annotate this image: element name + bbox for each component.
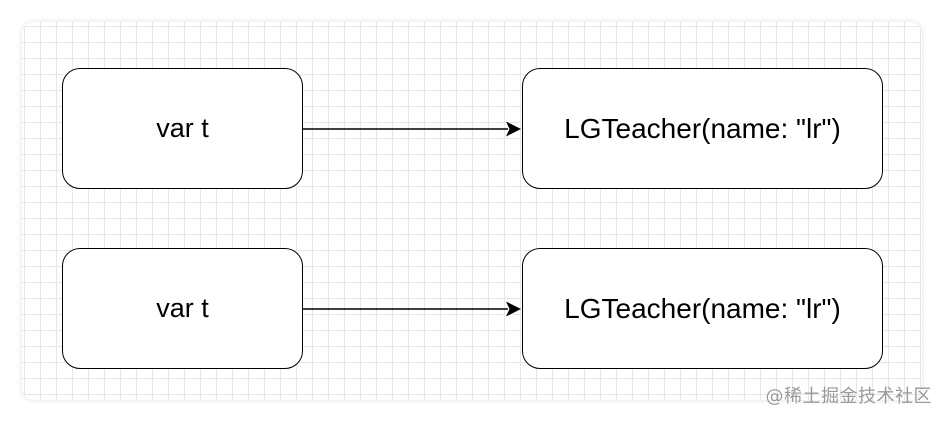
variable-box-2: var t — [62, 248, 303, 369]
object-label: LGTeacher(name: "lr") — [564, 292, 841, 324]
variable-box-1: var t — [62, 68, 303, 189]
variable-label: var t — [156, 113, 209, 143]
variable-label: var t — [156, 293, 209, 323]
object-box-1: LGTeacher(name: "lr") — [522, 68, 883, 189]
object-label: LGTeacher(name: "lr") — [564, 112, 841, 144]
watermark: @稀土掘金技术社区 — [765, 386, 932, 407]
object-box-2: LGTeacher(name: "lr") — [522, 248, 883, 369]
